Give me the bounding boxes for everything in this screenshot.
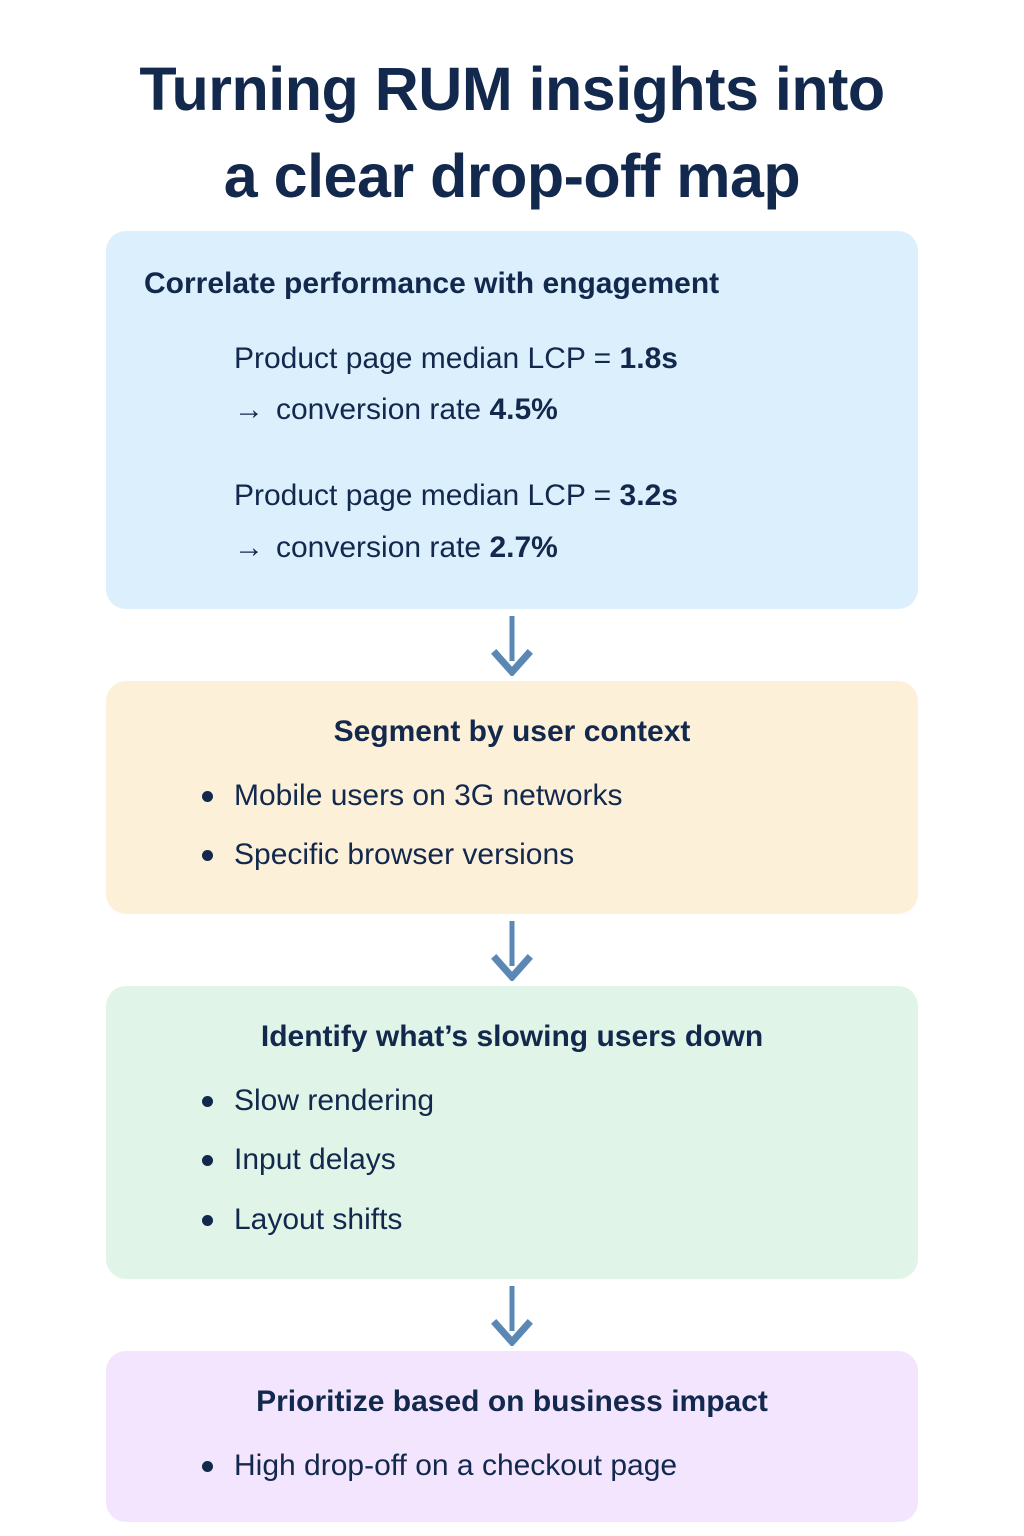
stat-result-1-value: 4.5% (489, 393, 558, 427)
list-item: Layout shifts (196, 1201, 884, 1239)
list-item: Specific browser versions (196, 836, 884, 874)
flow-step-prioritize-heading: Prioritize based on business impact (256, 1385, 768, 1419)
arrow-down-icon (491, 616, 533, 677)
flow-step-identify-heading: Identify what’s slowing users down (260, 1020, 764, 1054)
arrow-right-icon: → (234, 393, 264, 427)
stat-group-2: Product page median LCP = 3.2s → conversi… (140, 470, 884, 573)
list-item: Input delays (196, 1141, 884, 1179)
flow-step-segment-heading: Segment by user context (333, 715, 691, 749)
flow-step-segment: Segment by user context Mobile users on … (106, 681, 918, 915)
flow-connector-1 (106, 609, 918, 681)
stat-metric-2-label: Product page median LCP = (234, 478, 620, 512)
stat-metric-2-value: 3.2s (619, 478, 678, 512)
flow-step-segment-list: Mobile users on 3G networks Specific bro… (140, 777, 884, 875)
stat-metric-1: Product page median LCP = 1.8s (234, 333, 884, 385)
stat-metric-1-value: 1.8s (619, 341, 678, 375)
list-item: Slow rendering (196, 1082, 884, 1120)
list-item: Mobile users on 3G networks (196, 777, 884, 815)
page-title-line-2: a clear drop-off map (223, 141, 801, 210)
flow-step-correlate-heading: Correlate performance with engagement (144, 267, 720, 301)
flow-step-correlate: Correlate performance with engagement Pr… (106, 231, 918, 610)
page-title-line-1: Turning RUM insights into (139, 55, 885, 123)
arrow-right-icon: → (234, 530, 264, 564)
list-item: High drop-off on a checkout page (196, 1447, 884, 1485)
flow-diagram: Correlate performance with engagement Pr… (106, 219, 918, 1523)
flow-step-identify-list: Slow rendering Input delays Layout shift… (140, 1082, 884, 1239)
stat-result-1-label: conversion rate (276, 393, 490, 427)
stat-result-2: → conversion rate 2.7% (234, 522, 884, 574)
flow-connector-2 (106, 914, 918, 986)
flow-step-identify: Identify what’s slowing users down Slow … (106, 986, 918, 1280)
flow-step-prioritize-list: High drop-off on a checkout page (140, 1447, 884, 1485)
stat-result-2-label: conversion rate (276, 530, 490, 564)
flow-step-prioritize: Prioritize based on business impact High… (106, 1351, 918, 1523)
page-title: Turning RUM insights into a clear drop-o… (0, 0, 1024, 219)
flow-connector-3 (106, 1279, 918, 1351)
stat-metric-2: Product page median LCP = 3.2s (234, 470, 884, 522)
arrow-down-icon (491, 1286, 533, 1347)
stat-group-1: Product page median LCP = 1.8s → conversi… (140, 333, 884, 436)
stat-result-2-value: 2.7% (489, 530, 558, 564)
stat-result-1: → conversion rate 4.5% (234, 384, 884, 436)
arrow-down-icon (491, 921, 533, 982)
stat-metric-1-label: Product page median LCP = (234, 341, 620, 375)
